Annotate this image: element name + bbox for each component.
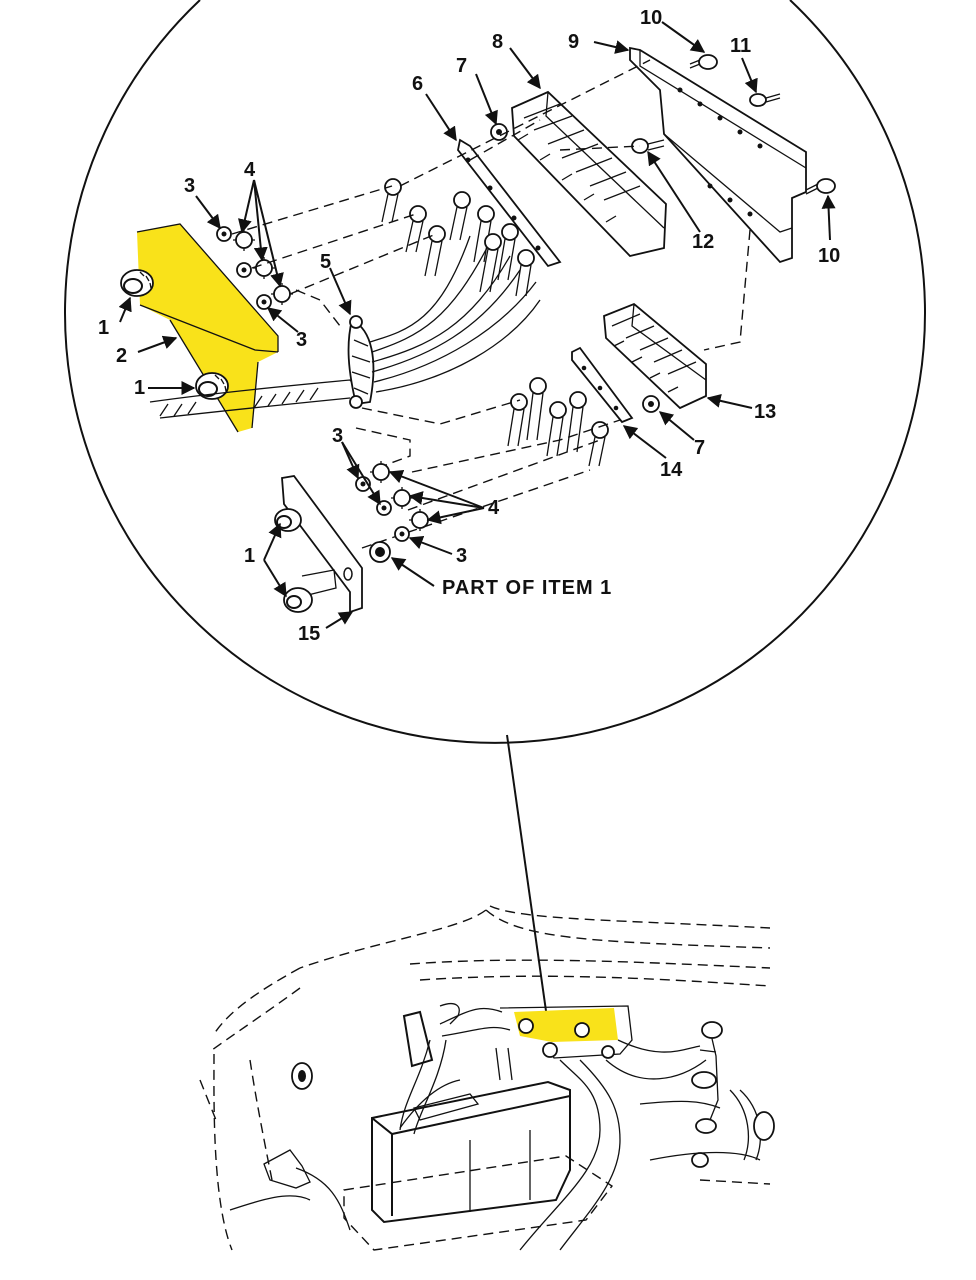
item-5-clamp <box>347 315 375 409</box>
cable-wires-upper <box>369 235 541 393</box>
item-1-knurled-nut-upper <box>120 269 154 297</box>
callout-arrows <box>118 21 836 629</box>
callout-10-upper: 10 <box>640 7 662 29</box>
callout-4-top: 4 <box>244 159 256 181</box>
item-11-screw <box>749 93 781 107</box>
callout-6: 6 <box>412 73 423 95</box>
item-13-terminal-block <box>603 302 707 410</box>
callout-7-upper: 7 <box>456 55 467 77</box>
item-1-knurled-nut-lower <box>195 372 229 400</box>
callout-3-right: 3 <box>296 329 307 351</box>
battery <box>371 1079 571 1224</box>
callout-1-upper: 1 <box>98 317 109 339</box>
hardware-lower <box>355 461 431 563</box>
callout-1-mid: 1 <box>134 377 145 399</box>
item-14-plate <box>571 346 634 424</box>
callout-15: 15 <box>298 623 320 645</box>
callout-10-lower: 10 <box>818 245 840 267</box>
callout-11: 11 <box>730 35 751 57</box>
vehicle-compartment <box>199 905 775 1251</box>
detail-circle <box>64 0 926 744</box>
assembly-lines-upper <box>231 59 751 351</box>
callout-3-lower: 3 <box>456 545 467 567</box>
detail-leader-line <box>506 734 548 1019</box>
cable-bundle <box>149 379 359 419</box>
callout-9: 9 <box>568 31 579 53</box>
item-15-bracket <box>274 475 363 614</box>
callout-5: 5 <box>320 251 331 273</box>
callout-8: 8 <box>492 31 503 53</box>
item-6-plate <box>457 138 562 268</box>
item-8-terminal-block <box>511 90 667 257</box>
callout-14: 14 <box>660 459 683 481</box>
callout-7-lower: 7 <box>694 437 705 459</box>
item-2-highlight <box>137 224 278 432</box>
terminal-lugs-upper <box>381 178 535 297</box>
callout-3-top: 3 <box>184 175 195 197</box>
callout-13: 13 <box>754 401 776 423</box>
callout-4-lower: 4 <box>488 497 500 519</box>
item-2-cover-installed <box>499 1005 633 1059</box>
item-7-nut-upper <box>490 123 508 141</box>
item-7-nut-lower <box>642 395 660 413</box>
item-9-mounting-rail <box>629 46 807 264</box>
callout-1-lower: 1 <box>244 545 255 567</box>
part-of-item-1-label: PART OF ITEM 1 <box>442 577 612 599</box>
item-12-screw <box>631 138 665 154</box>
hardware-upper <box>216 226 293 310</box>
callout-12: 12 <box>692 231 714 253</box>
callout-3-mid: 3 <box>332 425 343 447</box>
callout-2: 2 <box>116 345 127 367</box>
item-10-screw-lower <box>805 178 836 195</box>
item-10-screw-upper <box>689 54 718 70</box>
terminal-lugs-lower <box>507 377 609 467</box>
callout-labels: 10 9 11 8 7 6 12 10 3 4 3 5 1 2 1 13 7 1… <box>98 7 840 645</box>
